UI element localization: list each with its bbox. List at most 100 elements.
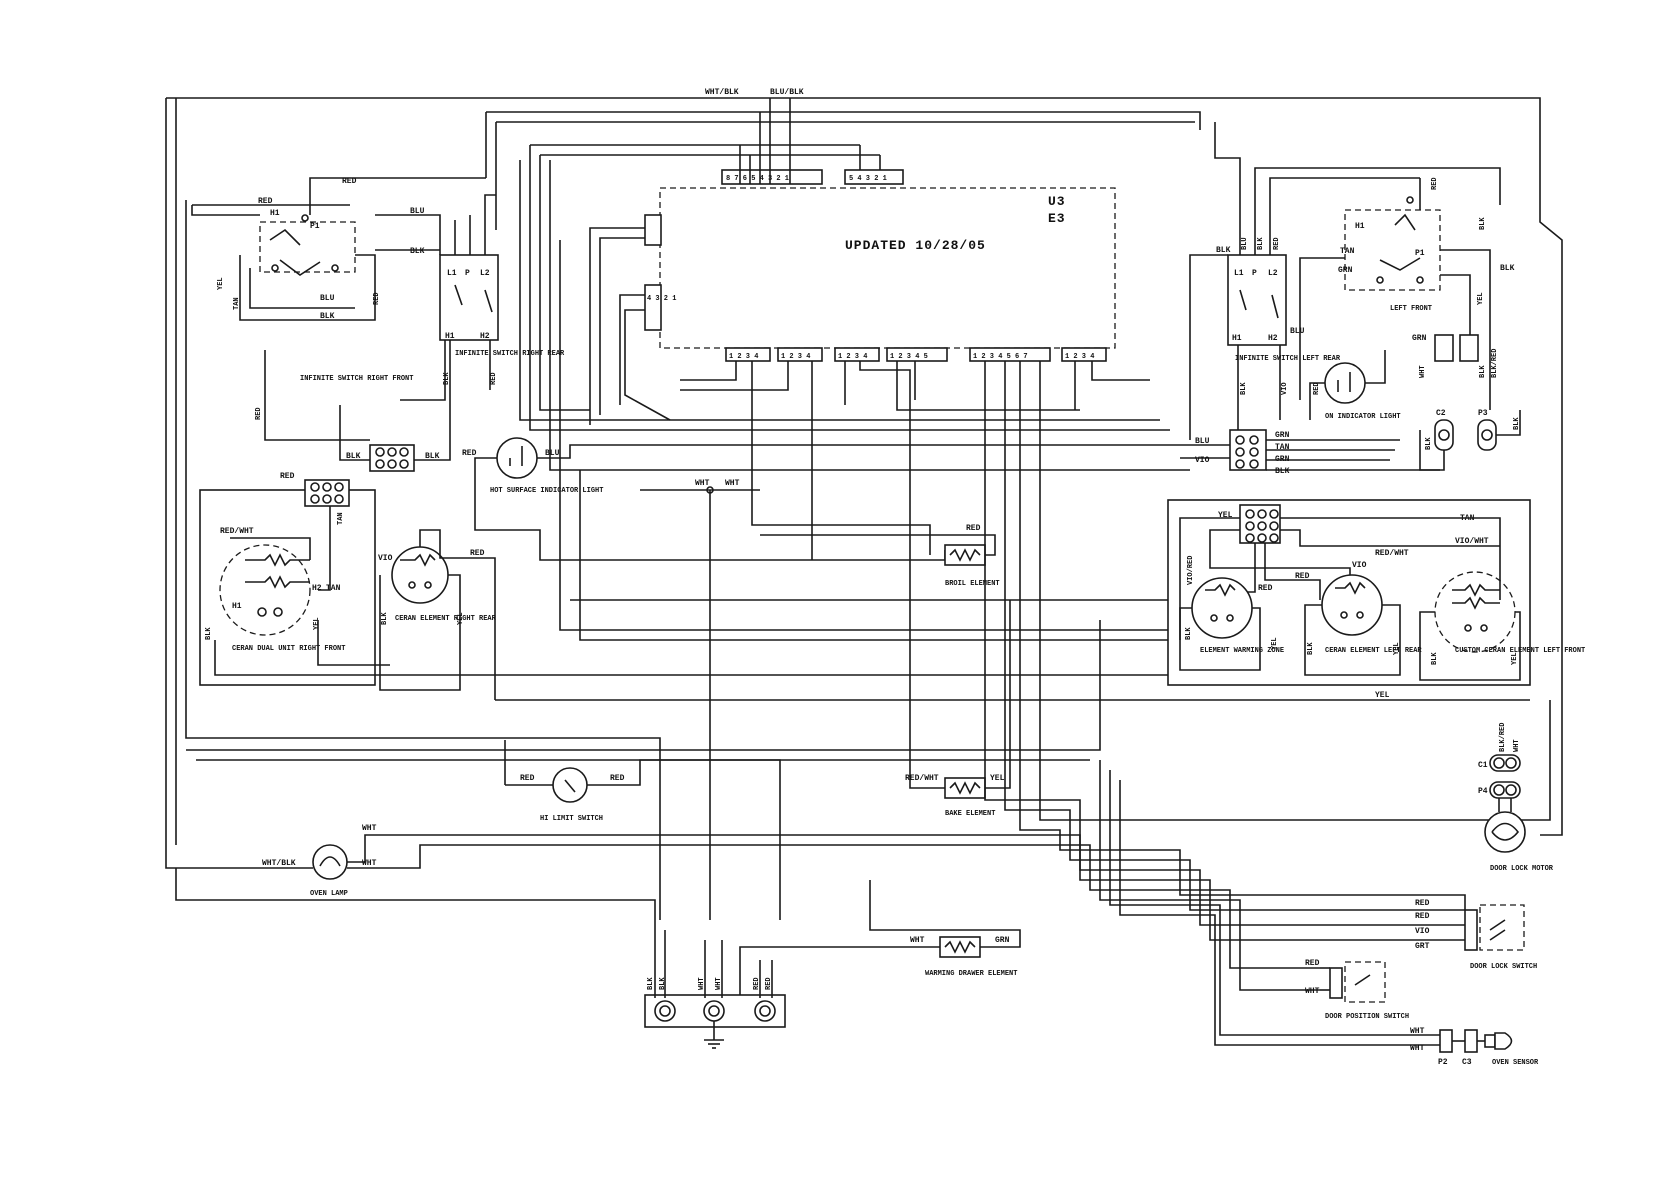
wire-label-tan: TAN xyxy=(326,584,341,593)
terminal-h1: H1 xyxy=(1232,334,1242,343)
ceran-dual-right-front: RED/WHT RED TAN BLK YEL TAN CERAN DUAL U… xyxy=(199,472,500,686)
hot-surface-label: HOT SURFACE INDICATOR LIGHT xyxy=(490,487,603,495)
wire-label-vio: VIO xyxy=(378,554,393,563)
wire-label-grn: GRN xyxy=(1275,431,1290,440)
connector-block-rf: BLK BLK RED xyxy=(255,340,451,472)
wire-label-wht: WHT xyxy=(715,977,723,990)
wire-label-blk: BLK xyxy=(1500,264,1515,273)
hi-limit-switch: RED RED HI LIMIT SWITCH xyxy=(504,740,781,920)
wire-label-red-wht: RED/WHT xyxy=(220,527,254,536)
wire-label-blk: BLK xyxy=(1216,246,1231,255)
door-lock-switch-label: DOOR LOCK SWITCH xyxy=(1470,963,1537,971)
terminal-p: P xyxy=(465,269,470,278)
wire-label-blu: BLU xyxy=(1290,327,1305,336)
wire-label-blk: BLK xyxy=(443,372,451,385)
ceran-right-rear: VIO RED BLK YEL CERAN ELEMENT RIGHT REAR xyxy=(378,529,497,700)
terminal-p1: P1 xyxy=(1415,249,1425,258)
wire-label-yel: YEL xyxy=(217,277,225,290)
wire-label-yel: YEL xyxy=(1218,511,1233,520)
wire-label-wht: WHT xyxy=(1410,1044,1425,1053)
infinite-switch-left-rear: L1 P L2 H1 H2 INFINITE SWITCH LEFT REAR … xyxy=(1189,122,1501,440)
terminal-h1: H1 xyxy=(445,332,455,341)
wire-label-tan: TAN xyxy=(1275,443,1290,452)
wire-label-wht: WHT xyxy=(698,977,706,990)
wire-label-wht: WHT xyxy=(362,859,377,868)
wire-label-yel: YEL xyxy=(457,612,465,625)
wire-label-blk: BLK xyxy=(1479,217,1487,230)
connector-p5-pins: 1 2 3 4 xyxy=(838,353,867,361)
terminal-l1: L1 xyxy=(447,269,457,278)
warming-drawer-element: WHT GRN WARMING DRAWER ELEMENT xyxy=(739,880,1021,998)
wire-label-wht: WHT xyxy=(1419,365,1427,378)
on-indicator-light: BLU ON INDICATOR LIGHT RED xyxy=(1290,327,1401,421)
wire-label-wht-blk: WHT/BLK xyxy=(262,859,296,868)
hi-limit-label: HI LIMIT SWITCH xyxy=(540,815,603,823)
door-lock-switch: RED RED VIO GRT DOOR LOCK SWITCH xyxy=(1415,894,1537,971)
wire-label-blk-red: BLK/RED xyxy=(1499,723,1507,752)
wire-label-vio: VIO xyxy=(1281,382,1289,395)
wire-label-wht: WHT xyxy=(362,824,377,833)
wire-label-blk-red: BLK/RED xyxy=(1491,349,1499,378)
wire-label-red: RED xyxy=(280,472,295,481)
wire-label-blu: BLU xyxy=(545,449,560,458)
top-label-wht-blk: WHT/BLK xyxy=(705,88,739,97)
wire-label-red-wht: RED/WHT xyxy=(905,774,939,783)
wire-label-blk: BLK xyxy=(1257,237,1265,250)
connector-p4-pins: 1 2 3 4 xyxy=(781,353,810,361)
oven-sensor: WHT WHT P2 C3 OVEN SENSOR xyxy=(1410,1027,1539,1067)
terminal-c3: C3 xyxy=(1462,1058,1472,1067)
power-terminal-block: BLK BLK WHT WHT RED RED xyxy=(175,868,786,1049)
wire-label-wht: WHT xyxy=(1513,739,1521,752)
terminals-c2-p3: C2 P3 BLK BLK xyxy=(1419,409,1521,471)
ceran-lr-label: CERAN ELEMENT LEFT REAR xyxy=(1325,647,1422,655)
wire-label-red-wht: RED/WHT xyxy=(1375,549,1409,558)
terminal-p2: P2 xyxy=(1438,1058,1448,1067)
wire-label-red: RED xyxy=(490,372,498,385)
wire-label-blu: BLU xyxy=(410,207,425,216)
wire-label-yel: YEL xyxy=(1393,642,1401,655)
wire-label-blu: BLU xyxy=(1241,237,1249,250)
door-position-switch-label: DOOR POSITION SWITCH xyxy=(1325,1013,1409,1021)
wire-label-grt: GRT xyxy=(1415,942,1430,951)
wire-label-wht: WHT xyxy=(695,479,710,488)
control-board: U3 E3 UPDATED 10/28/05 8 7 6 5 4 3 2 1 5… xyxy=(644,169,1116,362)
connector-p7-pins: 1 2 3 4 5 6 7 xyxy=(973,353,1028,361)
connector-p1 xyxy=(721,169,823,185)
wire-label-blk: BLK xyxy=(425,452,440,461)
crossing-wires xyxy=(186,145,1551,1046)
infinite-switch-left-front: LEFT FRONT BLK TAN GRN YEL RED BLK P1 H1 xyxy=(1299,177,1515,410)
wire-label-red: RED xyxy=(1295,572,1310,581)
connector-p7 xyxy=(969,347,1051,362)
wire-label-yel: YEL xyxy=(1375,691,1390,700)
terminal-h1: H1 xyxy=(270,209,280,218)
connector-p6-pins: 1 2 3 4 5 xyxy=(890,353,928,361)
wire-label-wht: WHT xyxy=(910,936,925,945)
wire-label-red: RED xyxy=(765,977,773,990)
wire-label-red: RED xyxy=(1258,584,1273,593)
wire-label-red: RED xyxy=(1431,177,1439,190)
door-lock-motor-label: DOOR LOCK MOTOR xyxy=(1490,865,1554,873)
connector-p3 xyxy=(725,347,771,362)
bake-element: RED/WHT YEL BAKE ELEMENT xyxy=(905,600,1011,818)
door-position-switch: RED WHT DOOR POSITION SWITCH xyxy=(1305,959,1409,1021)
switch-lf-label: LEFT FRONT xyxy=(1390,305,1432,313)
wire-label-red: RED xyxy=(610,774,625,783)
wire-label-red: RED xyxy=(1313,382,1321,395)
switch-rr-label: INFINITE SWITCH RIGHT REAR xyxy=(455,350,565,358)
element-warming-zone-label: ELEMENT WARMING ZONE xyxy=(1200,647,1284,655)
terminal-p1: P1 xyxy=(310,222,320,231)
oven-lamp: WHT/BLK WHT WHT OVEN LAMP xyxy=(176,824,1070,898)
broil-label: BROIL ELEMENT xyxy=(945,580,1000,588)
switch-lr-label: INFINITE SWITCH LEFT REAR xyxy=(1235,355,1341,363)
wire-label-red: RED xyxy=(1415,912,1430,921)
wire-label-vio-wht: VIO/WHT xyxy=(1455,537,1489,546)
terminal-h2: H2 xyxy=(1268,334,1278,343)
wire-label-blu: BLU xyxy=(1195,437,1210,446)
wire-label-grn: GRN xyxy=(1338,266,1353,275)
ceran-dual-rf-label: CERAN DUAL UNIT RIGHT FRONT xyxy=(232,645,345,653)
wire-label-tan: TAN xyxy=(233,297,241,310)
wire-label-yel: YEL xyxy=(313,617,321,630)
wire-label-red: RED xyxy=(520,774,535,783)
wire-label-grn: GRN xyxy=(1412,334,1427,343)
connector-left-upper xyxy=(644,214,662,246)
